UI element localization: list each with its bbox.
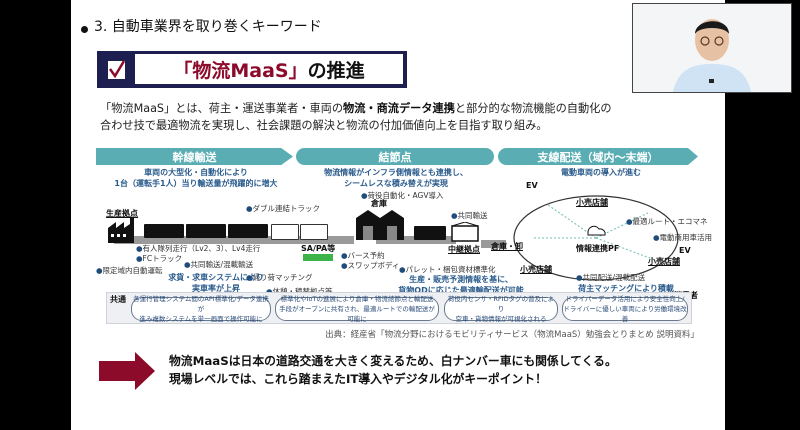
slide-title: 「物流MaaS」の推進 [135, 54, 403, 84]
bullet-label: 荷役自動化・AGV導入 [367, 191, 444, 200]
common-row: 共通 各運行管理システム間のAPI標準化/データ連携が進み複数システムを単一画面… [106, 292, 692, 324]
truck-icon [414, 226, 446, 240]
conclusion-line: 物流MaaSは日本の道路交通を大きく変えるため、白ナンバー車にも関係してくる。 [169, 354, 617, 368]
sapa-sign-icon [303, 254, 333, 261]
ev-label: EV [679, 246, 691, 255]
bullet-label: 最適ルート・エコマネ [632, 217, 708, 226]
conclusion-line: 現場レベルでは、これら踏まえたIT導入やデジタル化がキーポイント！ [169, 372, 547, 386]
bullet-label: FCトラック [142, 254, 183, 263]
pill-line: 手段がオープンに共有され、最適ルートでの輸配送が可能に [279, 305, 435, 323]
section-heading: 3. 自動車業界を取り巻くキーワード [81, 16, 322, 36]
production-base-label: 生産拠点 [106, 209, 138, 218]
callout-line: 生産・販売予測情報を基に、 [409, 275, 513, 284]
bullet-label: バース予約 [347, 251, 385, 260]
branch-note: 電動車両の導入が進む [561, 168, 641, 177]
bullet-label: 共同配送/混載配送 [582, 273, 646, 282]
slide-title-rest: の推進 [307, 59, 365, 82]
warehouse-label: 倉庫 [371, 199, 387, 208]
bullet-label: パレット・梱包資材標準化 [405, 265, 496, 274]
double-truck-icon [271, 224, 299, 240]
bullet-label: 電動商用車活用 [659, 233, 713, 242]
trunk-note: 車両の大型化・自動化により 1台（運転手1人）当り輸送量が飛躍的に増大 [106, 167, 286, 189]
common-label: 共通 [110, 295, 126, 304]
intro-bold-text: 物流・商流データ連携 [343, 102, 455, 115]
intro-text: 合わせ技で最適物流を実現し、社会課題の解決と物流の付加価値向上を目指す取り組み。 [100, 119, 548, 132]
common-item: 標準化やIoTの進展により倉庫・物流結節点と輸配送手段がオープンに共有され、最適… [275, 295, 439, 323]
pill-line: 各運行管理システム間のAPI標準化/データ連携が [133, 295, 269, 313]
pill-line: 進み複数システムを単一画面で操作可能に [139, 315, 263, 323]
presentation-slide: 3. 自動車業界を取り巻くキーワード 「物流MaaS」の推進 「物流MaaS」と… [71, 0, 725, 430]
road [114, 236, 354, 244]
source-citation: 出典：経産省「物流分野におけるモビリティサービス（物流MaaS）勉強会とりまとめ… [325, 330, 699, 340]
right-arrow-icon [99, 352, 155, 390]
relay-base-label: 中継拠点 [448, 245, 480, 254]
bullet-label: 共同輸送 [457, 211, 488, 220]
slide-title-box: 「物流MaaS」の推進 [97, 51, 407, 88]
road [481, 240, 506, 248]
ev-label: EV [526, 181, 538, 190]
intro-paragraph: 「物流MaaS」とは、荷主・運送事業者・車両の物流・商流データ連携と部分的な物流… [100, 100, 700, 134]
bullet-icon [81, 25, 88, 33]
pill-line: ドライバーに優しい車両により労働環境改善 [563, 305, 687, 323]
warehouse-wholesale-label: 倉庫・卸 [491, 242, 523, 251]
note-line: 物流情報がインフラ側情報とも連携し、 [324, 168, 468, 177]
matching-callout: 求貨・求車システムにより 実車率が上昇 [166, 272, 266, 294]
bullet-label: 共同輸送/混載輸送 [190, 260, 254, 269]
conclusion: 物流MaaSは日本の道路交通を大きく変えるため、白ナンバー車にも関係してくる。 … [169, 352, 617, 388]
retail-label: 小売店舗 [520, 265, 552, 274]
retail-label: 小売店舗 [576, 198, 608, 207]
common-item: 各運行管理システム間のAPI標準化/データ連携が進み複数システムを単一画面で操作… [131, 295, 271, 323]
truck-icon [144, 224, 184, 238]
callout-line: 求貨・求車システムにより [168, 273, 264, 282]
note-line: シームレスな積み替えが実現 [344, 179, 448, 188]
maas-diagram: 幹線輸送 結節点 支線配送（域内〜末端） 車両の大型化・自動化により 1台（運転… [96, 148, 712, 348]
slide-title-highlight: 「物流MaaS」 [173, 59, 308, 82]
pill-line: ドライバーデータ活用により安全性向上/ [565, 295, 685, 303]
pill-line: 空車・貨物情報が可視化される [455, 315, 547, 323]
node-note: 物流情報がインフラ側情報とも連携し、 シームレスな積み替えが実現 [306, 167, 486, 189]
bullet-label: ダブル連結トラック [252, 204, 321, 213]
bullet-label: 有人隊列走行（Lv2、3）、Lv4走行 [142, 244, 261, 253]
intro-text: 「物流MaaS」とは、荷主・運送事業者・車両の [100, 102, 344, 115]
factory-icon [108, 218, 134, 243]
retail-label: 小売店舗 [648, 257, 680, 266]
callout-line: 実車率が上昇 [192, 284, 240, 293]
presenter-avatar [673, 19, 751, 92]
warehouse-icon [356, 210, 404, 240]
section-heading-text: 3. 自動車業界を取り巻くキーワード [94, 19, 322, 35]
intro-text: と部分的な物流機能の自動化の [454, 102, 612, 115]
section-band-node: 結節点 [296, 148, 494, 165]
bullet-label: 帰り荷マッチング [252, 273, 313, 282]
note-line: 車両の大型化・自動化により [144, 168, 248, 177]
pill-line: 荷役内センサ・RFIDタグの普及により [447, 295, 555, 313]
sapa-label: SA/PA等 [301, 244, 336, 253]
section-band-branch: 支線配送（域内〜末端） [498, 148, 698, 165]
checkmark-icon [107, 60, 126, 80]
bullet-label: 休憩・積替拠点等 [273, 287, 333, 296]
note-line: 1台（運転手1人）当り輸送量が飛躍的に増大 [114, 179, 278, 188]
double-truck-icon [300, 224, 328, 240]
relay-base-icon [451, 222, 479, 242]
info-pf-label: 情報連携PF [576, 244, 620, 253]
bullet-label: スワップボディ [347, 261, 400, 270]
delivery-loop [513, 195, 679, 281]
road [376, 236, 456, 244]
section-band-trunk: 幹線輸送 [96, 148, 293, 165]
presenter-video[interactable] [632, 3, 792, 93]
truck-icon [186, 224, 226, 238]
pill-line: 標準化やIoTの進展により倉庫・物流結節点と輸配送 [280, 295, 434, 303]
truck-icon [228, 224, 268, 238]
bullet-label: 限定域内自動運転 [102, 266, 163, 275]
common-item: 荷役内センサ・RFIDタグの普及により空車・貨物情報が可視化される [444, 295, 558, 323]
common-item: ドライバーデータ活用により安全性向上/ドライバーに優しい車両により労働環境改善 [562, 295, 688, 323]
